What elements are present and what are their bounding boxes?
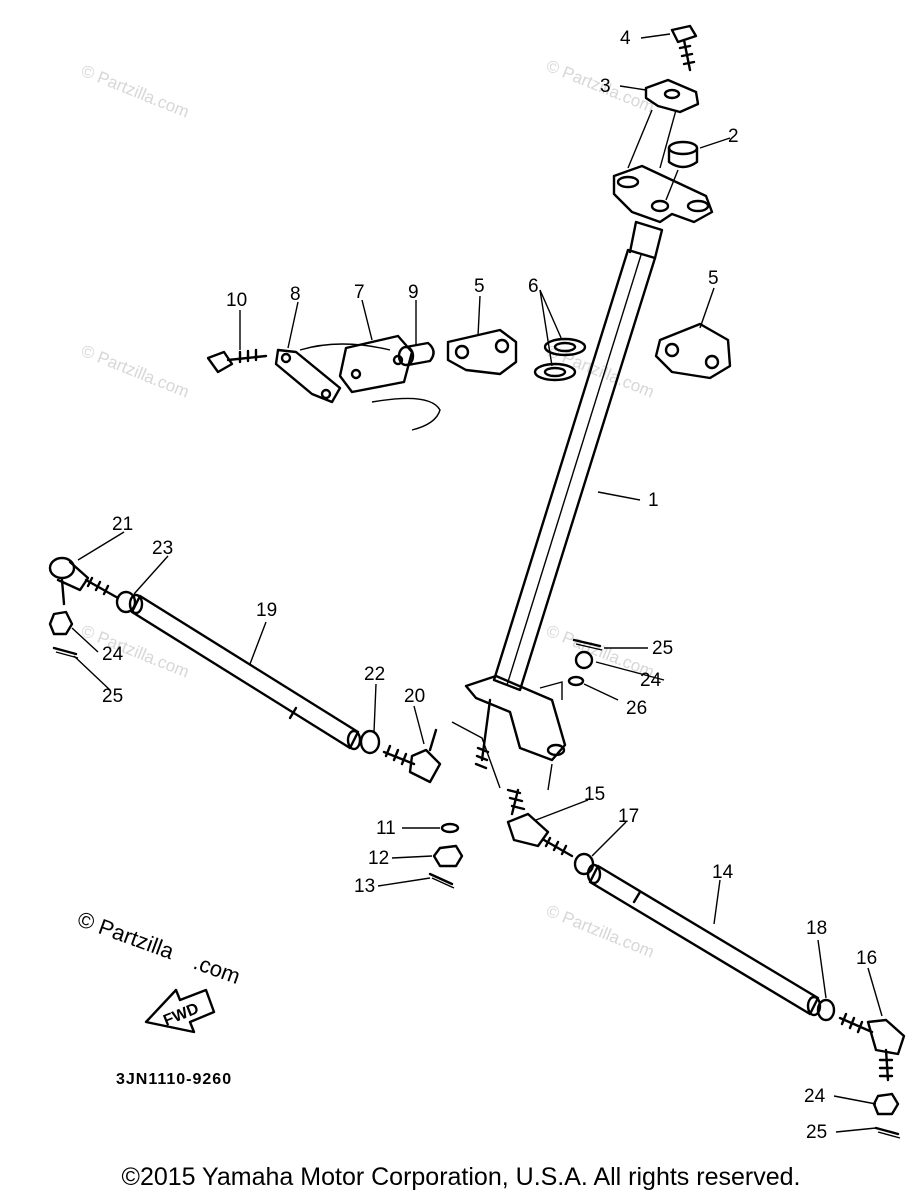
plate — [299, 334, 441, 431]
tie-rod-end-21 — [48, 556, 120, 606]
callout-25a: 25 — [102, 686, 123, 707]
callout-24b: 24 — [640, 670, 662, 691]
top-bolt — [670, 24, 698, 72]
diagram-code: 3JN1110-9260 — [116, 1071, 232, 1088]
cotter-pin-25-bottom — [874, 1126, 901, 1139]
callout-19: 19 — [256, 600, 277, 621]
callout-11: 11 — [376, 818, 396, 839]
bushing — [667, 140, 699, 169]
watermark-main-line2: .com — [190, 949, 243, 989]
tie-rod-end-20 — [382, 728, 442, 784]
copyright-notice: ©2015 Yamaha Motor Corporation, U.S.A. A… — [121, 1163, 801, 1191]
tie-rod-end-16 — [838, 1012, 906, 1082]
callout-20: 20 — [404, 686, 425, 707]
watermark: © Partzilla.com — [544, 901, 657, 962]
collar — [397, 341, 435, 367]
nut-23 — [115, 590, 137, 614]
bearing-holder-left — [446, 328, 518, 376]
callout-5: 5 — [474, 276, 485, 297]
fwd-label: FWD — [161, 1000, 201, 1029]
washer-11 — [440, 822, 460, 834]
lock-washer — [274, 348, 342, 404]
oil-seals — [533, 337, 587, 382]
callout-1: 1 — [648, 490, 659, 511]
callout-14: 14 — [712, 862, 734, 883]
nut-24-bottom — [872, 1092, 900, 1116]
callout-18: 18 — [806, 918, 827, 939]
callout-23: 23 — [152, 538, 173, 559]
callout-6: 6 — [528, 276, 539, 297]
callout-3: 3 — [600, 76, 611, 97]
callout-21: 21 — [112, 514, 133, 535]
cotter-pin-25-right — [572, 638, 603, 651]
callout-15: 15 — [584, 784, 605, 805]
callout-7: 7 — [354, 282, 365, 303]
watermark: © Partzilla.com — [79, 61, 192, 122]
nut-18 — [816, 998, 836, 1022]
callout-17: 17 — [618, 806, 639, 827]
tie-rod-right — [586, 863, 822, 1017]
watermark-main: © Partzilla .com — [74, 906, 243, 989]
nut-17 — [573, 852, 595, 876]
callout-16: 16 — [856, 948, 877, 969]
cotter-pin-13 — [428, 872, 455, 889]
steering-shaft — [464, 164, 714, 770]
parts-drawing — [48, 24, 906, 1139]
callout-12: 12 — [368, 848, 389, 869]
watermark-main-line1: © Partzilla — [74, 906, 178, 964]
tie-rod-end-15 — [506, 788, 574, 858]
watermark-layer: © Partzilla.com © Partzilla.com © Partzi… — [79, 56, 657, 962]
callouts: 1 2 3 4 5 5 6 7 8 9 10 11 12 13 14 15 16… — [102, 28, 877, 1143]
callout-24c: 24 — [804, 1086, 826, 1107]
washer-26 — [567, 675, 585, 687]
nut-24-left — [48, 610, 74, 636]
assembly-guide-lines — [451, 109, 679, 791]
callout-22: 22 — [364, 664, 385, 685]
nut-24-right — [574, 650, 594, 670]
leader-lines — [71, 33, 883, 1133]
nut-12 — [432, 844, 464, 868]
callout-26: 26 — [626, 698, 647, 719]
callout-4: 4 — [620, 28, 631, 49]
watermark: © Partzilla.com — [79, 341, 192, 402]
callout-25c: 25 — [806, 1122, 827, 1143]
bolt-10 — [206, 348, 268, 374]
fwd-arrow: FWD — [144, 988, 216, 1034]
watermark: © Partzilla.com — [79, 621, 192, 682]
callout-2: 2 — [728, 126, 739, 147]
callout-25b: 25 — [652, 638, 673, 659]
callout-5b: 5 — [708, 268, 719, 289]
callout-24a: 24 — [102, 644, 124, 665]
callout-13: 13 — [354, 876, 375, 897]
nut-22 — [359, 729, 381, 755]
callout-9: 9 — [408, 282, 419, 303]
callout-10: 10 — [226, 290, 247, 311]
upper-clamp — [644, 78, 700, 114]
bearing-holder-right — [654, 322, 732, 380]
callout-8: 8 — [290, 284, 301, 305]
